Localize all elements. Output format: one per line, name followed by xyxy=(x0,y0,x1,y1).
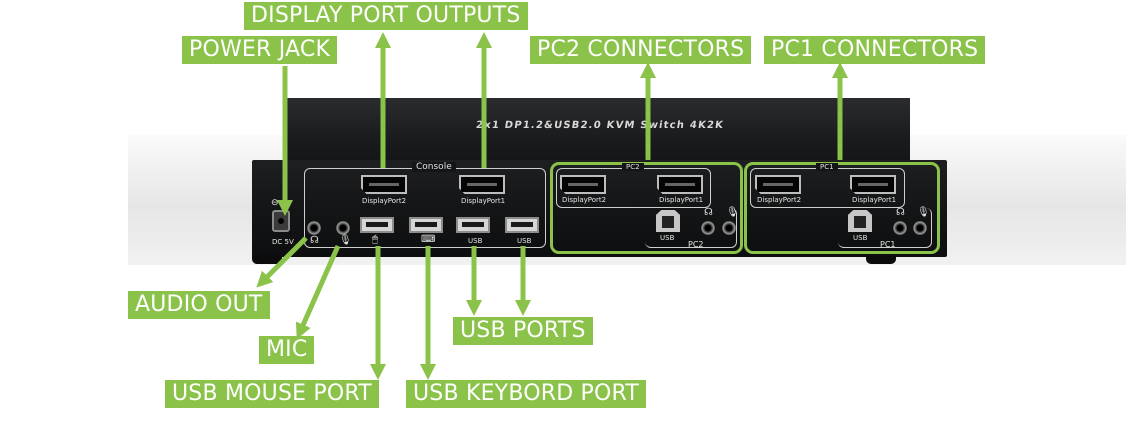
pc1-displayport2-label: DisplayPort2 xyxy=(757,196,802,204)
pc2-connectors-highlight xyxy=(550,162,743,254)
usb-port-1-label: USB xyxy=(468,237,483,245)
pc2-displayport1 xyxy=(657,175,703,194)
headphones-icon: ☊ xyxy=(310,235,319,246)
callout-power-jack: POWER JACK xyxy=(182,36,338,64)
pc2-headphones-icon: ☊ xyxy=(704,207,713,218)
callout-pc2-connectors: PC2 CONNECTORS xyxy=(530,36,752,64)
pc1-connectors-highlight xyxy=(744,162,940,254)
pc2-audio-jack xyxy=(701,221,715,235)
dc-5v-label: DC 5V xyxy=(272,238,294,246)
callout-usb-ports: USB PORTS xyxy=(453,317,593,345)
pc1-displayport2 xyxy=(755,175,801,194)
pc2-mic-jack xyxy=(722,221,736,235)
console-displayport1 xyxy=(459,175,505,194)
arrow-audio-out xyxy=(256,236,308,288)
keyboard-icon: ⌨ xyxy=(421,234,436,245)
pc2-displayport1-label: DisplayPort1 xyxy=(659,196,704,204)
callout-display-port-outputs: DISPLAY PORT OUTPUTS xyxy=(244,2,528,30)
pc1-top-label: PC1 xyxy=(816,163,838,171)
pc1-displayport1-label: DisplayPort1 xyxy=(852,196,897,204)
kvm-top-surface xyxy=(285,98,910,166)
pc2-usb-b-port xyxy=(656,210,680,232)
mic-jack xyxy=(336,221,350,235)
microphone-icon: 🎙 xyxy=(339,235,352,246)
pc2-microphone-icon: 🎙 xyxy=(726,207,739,218)
console-displayport2 xyxy=(361,175,407,194)
foot-left xyxy=(252,256,282,264)
pc1-microphone-icon: 🎙 xyxy=(917,207,930,218)
pc1-headphones-icon: ☊ xyxy=(896,207,905,218)
usb-mouse-port xyxy=(360,217,394,233)
mouse-icon: 🖱 xyxy=(372,234,378,245)
pc2-usb-label: USB xyxy=(660,234,675,242)
usb-port-2-label: USB xyxy=(517,237,532,245)
foot-right xyxy=(866,256,896,264)
pc1-bottom-label: PC1 xyxy=(880,240,896,249)
console-displayport2-label: DisplayPort2 xyxy=(362,197,407,205)
callout-usb-mouse-port: USB MOUSE PORT xyxy=(165,380,379,408)
console-label: Console xyxy=(412,162,456,172)
console-displayport1-label: DisplayPort1 xyxy=(461,197,506,205)
pc2-top-label: PC2 xyxy=(622,163,644,171)
pc2-usb-panel xyxy=(645,208,737,248)
pc2-bottom-label: PC2 xyxy=(688,240,704,249)
pc1-mic-jack xyxy=(913,221,927,235)
pc1-usb-label: USB xyxy=(853,234,868,242)
callout-pc1-connectors: PC1 CONNECTORS xyxy=(764,36,986,64)
pc1-audio-jack xyxy=(893,221,907,235)
usb-port-1 xyxy=(456,217,490,233)
pc2-displayport2-label: DisplayPort2 xyxy=(562,196,607,204)
pc2-displayport2 xyxy=(560,175,606,194)
pc1-usb-panel xyxy=(838,208,932,248)
arrow-mic xyxy=(295,244,341,340)
usb-port-2 xyxy=(505,217,539,233)
pc1-usb-b-port xyxy=(848,210,872,232)
callout-mic: MIC xyxy=(259,336,315,364)
callout-usb-keybord-port: USB KEYBORD PORT xyxy=(406,380,647,408)
callout-audio-out: AUDIO OUT xyxy=(128,291,270,319)
pc1-displayport1 xyxy=(850,175,896,194)
audio-out-jack xyxy=(307,221,321,235)
usb-keyboard-port xyxy=(409,217,443,233)
